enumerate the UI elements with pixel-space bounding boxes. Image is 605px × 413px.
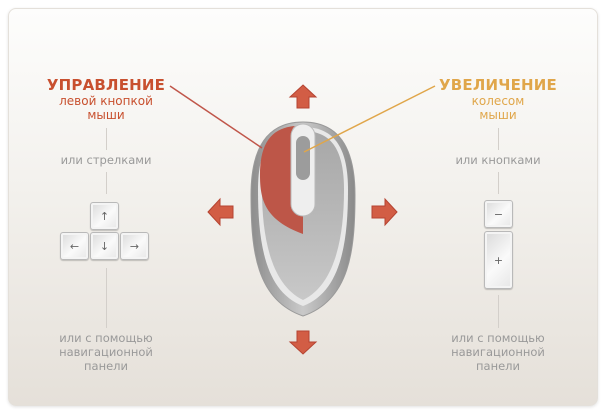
mouse-icon: [250, 121, 356, 317]
zoom-in-key[interactable]: +: [484, 231, 513, 289]
zoom-out-key[interactable]: −: [484, 200, 513, 228]
divider: [106, 172, 107, 194]
scroll-wheel: [296, 136, 310, 180]
arrow-right-icon: [371, 197, 398, 227]
arrow-right-key[interactable]: →: [120, 232, 149, 260]
arrow-down-icon: [288, 330, 318, 355]
pan-instructions: УПРАВЛЕНИЕ левой кнопкой мыши: [16, 76, 196, 122]
right-pointer-line: [303, 85, 436, 153]
divider: [106, 128, 107, 150]
text-line: панели: [84, 359, 128, 373]
zoom-alt-buttons: или кнопками: [455, 153, 541, 167]
divider: [498, 172, 499, 194]
arrow-left-icon: [207, 197, 234, 227]
divider: [498, 295, 499, 328]
text-line: навигационной: [59, 345, 153, 359]
pan-subtitle: левой кнопкой: [59, 94, 153, 108]
pan-subtitle: мыши: [87, 108, 125, 122]
zoom-subtitle: мыши: [479, 108, 517, 122]
arrow-left-key[interactable]: ←: [60, 232, 89, 260]
pan-title: УПРАВЛЕНИЕ: [46, 76, 166, 94]
divider: [106, 268, 107, 328]
pan-alt-navpanel: или с помощью навигационной панели: [16, 331, 196, 373]
arrow-down-key[interactable]: ↓: [90, 232, 119, 260]
arrow-up-key[interactable]: ↑: [90, 202, 119, 230]
zoom-title: УВЕЛИЧЕНИЕ: [439, 76, 557, 94]
zoom-subtitle: колесом: [471, 94, 525, 108]
text-line: или с помощью: [451, 331, 545, 345]
text-line: или с помощью: [59, 331, 153, 345]
text-line: навигационной: [451, 345, 545, 359]
zoom-alt-navpanel: или с помощью навигационной панели: [408, 331, 588, 373]
text-line: панели: [476, 359, 520, 373]
pan-alt-arrows: или стрелками: [60, 153, 152, 167]
arrow-up-icon: [288, 84, 318, 109]
left-pointer-line: [169, 85, 263, 149]
zoom-instructions: УВЕЛИЧЕНИЕ колесом мыши: [408, 76, 588, 122]
divider: [498, 128, 499, 150]
